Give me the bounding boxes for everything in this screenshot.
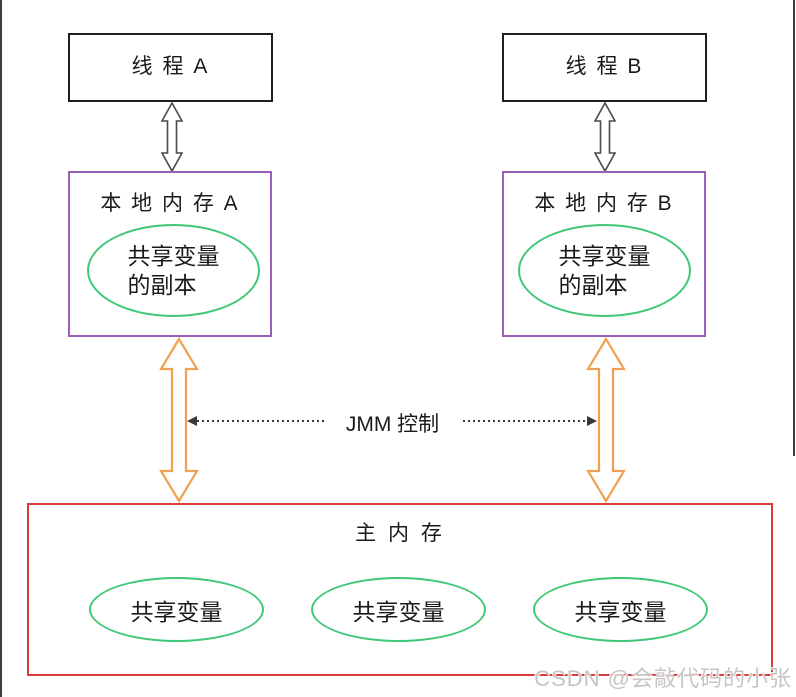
left-edge-line — [0, 0, 2, 697]
shared-variable-ellipse-3: 共享变量 — [533, 577, 708, 642]
csdn-watermark: CSDN @会敲代码的小张 — [534, 666, 792, 691]
right-edge-line — [793, 0, 795, 456]
thread-b-label: 线 程 B — [565, 55, 644, 78]
local-memory-a-title: 本 地 内 存 A — [100, 192, 240, 215]
shared-variable-copy-a-ellipse: 共享变量 的副本 — [87, 224, 260, 317]
shared-variable-copy-b-ellipse: 共享变量 的副本 — [518, 224, 691, 317]
copy-a-line2: 的副本 — [127, 271, 197, 298]
thread-b-box: 线 程 B — [502, 33, 707, 102]
shared-variable-ellipse-2: 共享变量 — [311, 577, 486, 642]
local-memory-a-main-memory-arrow-icon — [159, 337, 199, 503]
thread-b-local-memory-arrow-icon — [594, 102, 616, 172]
jmm-control-label: JMM 控制 — [325, 408, 460, 438]
copy-a-line1: 共享变量 — [127, 242, 220, 269]
copy-b-line2: 的副本 — [558, 271, 628, 298]
local-memory-b-title: 本 地 内 存 B — [534, 192, 674, 215]
local-memory-b-main-memory-arrow-icon — [586, 337, 626, 503]
shared-variable-1-label: 共享变量 — [130, 598, 223, 625]
thread-a-box: 线 程 A — [68, 33, 273, 102]
shared-variable-2-label: 共享变量 — [352, 598, 445, 625]
thread-a-label: 线 程 A — [131, 55, 210, 78]
main-memory-title: 主 内 存 — [355, 522, 445, 545]
copy-b-line1: 共享变量 — [558, 242, 651, 269]
thread-a-local-memory-arrow-icon — [161, 102, 183, 172]
shared-variable-ellipse-1: 共享变量 — [89, 577, 264, 642]
jmm-control-dotted-arrow-icon — [187, 416, 597, 426]
shared-variable-3-label: 共享变量 — [574, 598, 667, 625]
